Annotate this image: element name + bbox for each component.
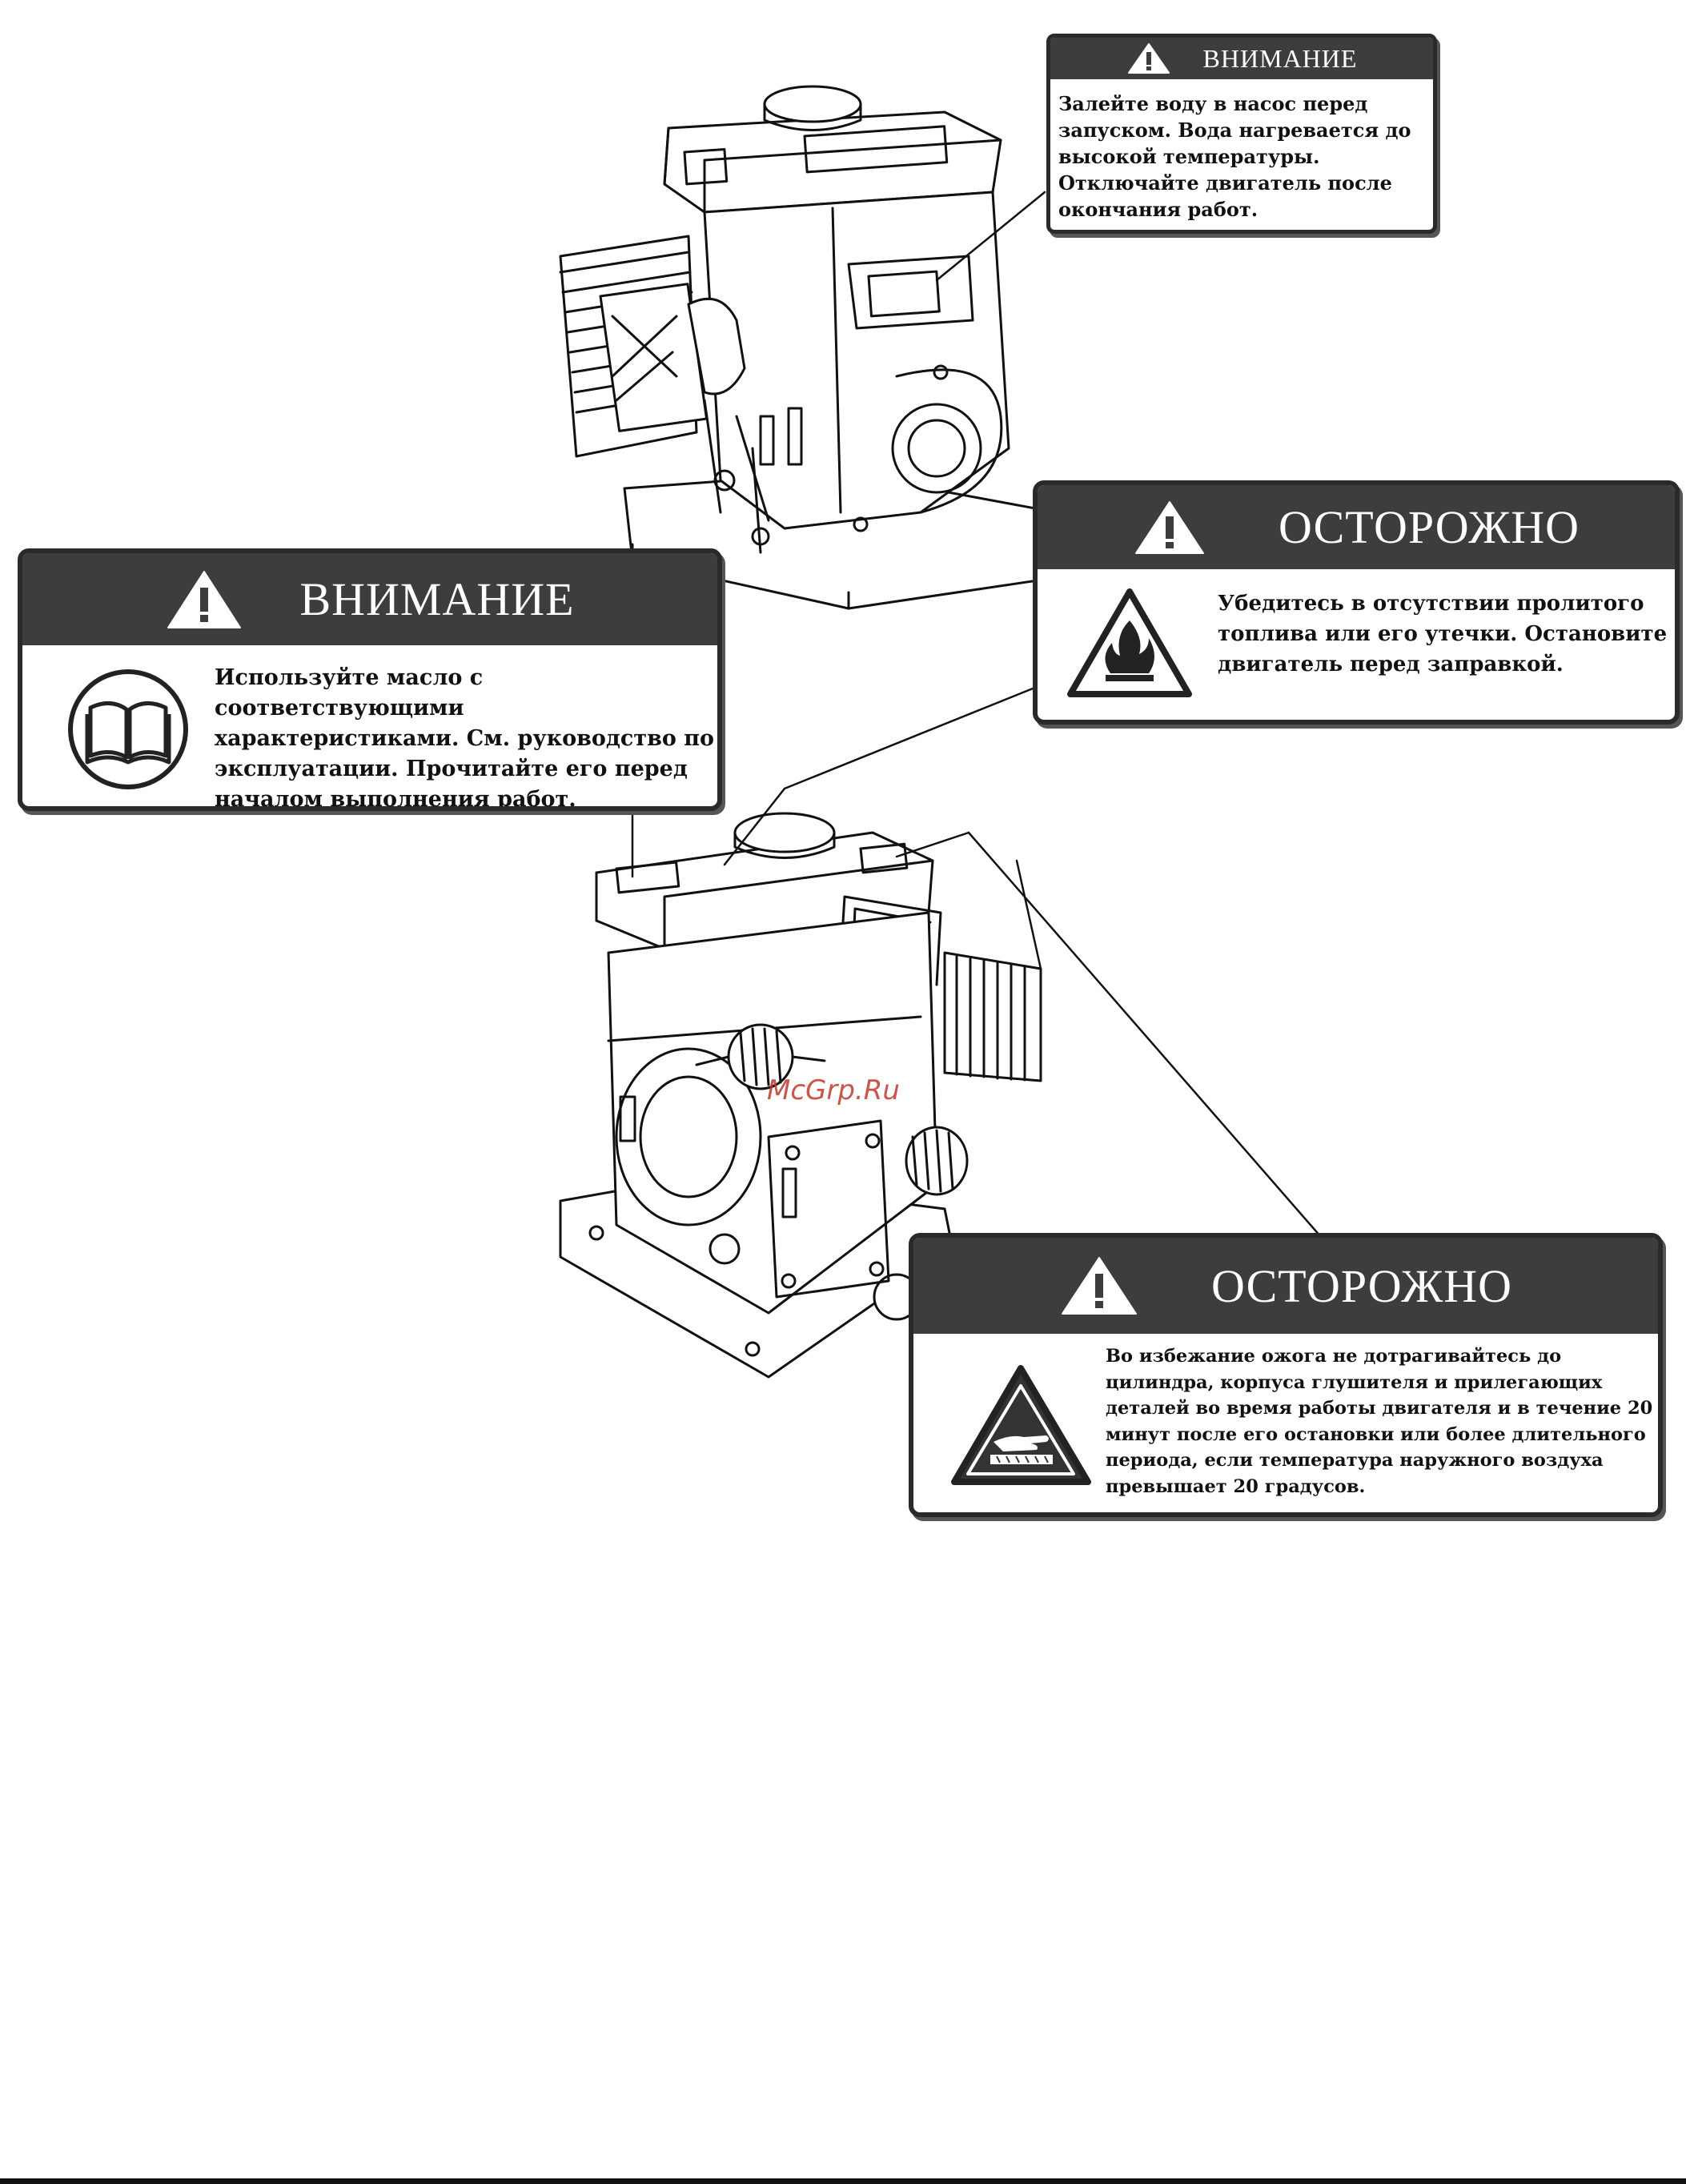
label-title: ВНИМАНИЕ <box>299 573 575 625</box>
manual-book-icon <box>68 669 188 789</box>
flammable-icon <box>1067 588 1192 697</box>
label-text: Залейте воду в насос перед запуском. Вод… <box>1058 92 1411 221</box>
hot-surface-icon <box>951 1365 1091 1485</box>
engine-front-view <box>559 812 1042 1379</box>
label-header: ОСТОРОЖНО <box>913 1238 1658 1334</box>
watermark: McGrp.Ru <box>767 1074 900 1106</box>
warning-triangle-icon <box>1127 43 1170 74</box>
warning-label-oil: ВНИМАНИЕ Используйте масло с соответству… <box>18 548 722 811</box>
leader-lines <box>631 191 1323 1239</box>
label-title: ВНИМАНИЕ <box>1202 43 1358 73</box>
caution-label-hot-surface: ОСТОРОЖНО Во избежание ожога не дотрагив… <box>909 1233 1663 1517</box>
label-header: ВНИМАНИЕ <box>22 553 717 645</box>
label-title: ОСТОРОЖНО <box>1279 501 1580 553</box>
caution-label-fuel: ОСТОРОЖНО Убедитесь в отсутствии пролито… <box>1033 480 1680 725</box>
warning-triangle-icon <box>1062 1257 1137 1315</box>
page-bottom-rule <box>0 2178 1686 2184</box>
warning-label-water: ВНИМАНИЕ Залейте воду в насос перед запу… <box>1046 34 1437 234</box>
label-text: Убедитесь в отсутствии пролитого топлива… <box>1218 592 1668 676</box>
label-text: Используйте масло с соответствующими хар… <box>215 665 715 811</box>
label-header: ВНИМАНИЕ <box>1050 38 1433 79</box>
warning-triangle-icon <box>1135 500 1204 554</box>
label-header: ОСТОРОЖНО <box>1038 485 1675 569</box>
engine-rear-view <box>559 85 1066 610</box>
warning-triangle-icon <box>167 570 242 628</box>
label-text: Во избежание ожога не дотрагивайтесь до … <box>1106 1346 1653 1497</box>
label-title: ОСТОРОЖНО <box>1211 1259 1512 1312</box>
